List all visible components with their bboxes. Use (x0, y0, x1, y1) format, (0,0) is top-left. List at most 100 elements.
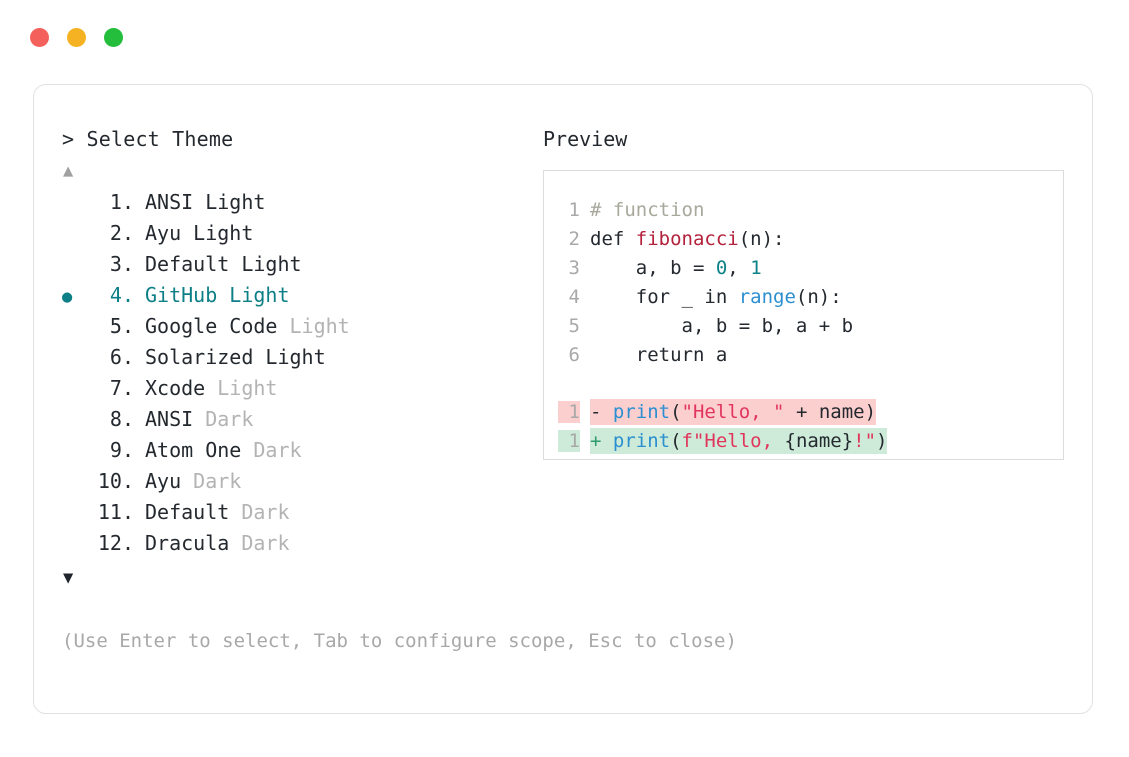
theme-list-item[interactable]: 1.ANSI Light (62, 190, 532, 221)
minimize-window-button[interactable] (67, 28, 86, 47)
bullet-placeholder (62, 256, 88, 276)
theme-item-number: 9. (97, 438, 134, 462)
theme-list-item[interactable]: 6.Solarized Light (62, 345, 532, 376)
bullet-placeholder (62, 535, 88, 555)
line-number: 1 (568, 199, 580, 221)
line-number: 2 (568, 228, 580, 250)
theme-item-number: 7. (97, 376, 134, 400)
diff-sign: + (590, 430, 613, 452)
line-number: 4 (568, 286, 580, 308)
line-number: 1 (558, 401, 580, 423)
code-token: return a (590, 344, 728, 366)
theme-item-variant: Dark (181, 469, 242, 493)
code-token: (n): (795, 286, 842, 308)
maximize-window-button[interactable] (104, 28, 123, 47)
theme-item-name: Ayu Light (145, 221, 254, 245)
theme-list-item[interactable]: 10. Ayu Dark (62, 469, 532, 500)
scroll-up-arrow-icon[interactable]: ▲ (63, 161, 74, 181)
theme-item-number: 8. (97, 407, 134, 431)
theme-list-item[interactable]: 11.Default Dark (62, 500, 532, 531)
code-token: print (612, 430, 671, 452)
theme-item-name: Atom One (145, 438, 242, 462)
code-token: f"Hello, (681, 430, 785, 452)
theme-item-name: Google Code (145, 314, 278, 338)
code-token: , (727, 257, 751, 279)
scroll-down-arrow-icon[interactable]: ▼ (63, 568, 74, 588)
theme-selector-card: > Select Theme ▲ 1.ANSI Light 2. Ayu Ligh… (33, 84, 1093, 714)
bullet-placeholder (62, 225, 88, 245)
diff-sign: - (590, 401, 613, 423)
theme-item-variant: Light (205, 376, 278, 400)
code-token: def (590, 228, 636, 250)
code-line: 3 a, b = 0, 1 (558, 257, 1063, 286)
code-token: print (612, 401, 671, 423)
code-token: 0 (715, 257, 728, 279)
diff-line-del: 1- print("Hello, " + name) (558, 399, 1063, 428)
theme-item-variant: Dark (241, 438, 302, 462)
select-theme-prompt: > Select Theme (62, 127, 234, 151)
close-window-button[interactable] (30, 28, 49, 47)
theme-item-number: 5. (97, 314, 134, 338)
window-traffic-lights (30, 28, 123, 47)
code-token: range (738, 286, 796, 308)
theme-item-name: Default Light (145, 252, 302, 276)
code-line: 2 def fibonacci(n): (558, 228, 1063, 257)
keyboard-hint: (Use Enter to select, Tab to configure s… (62, 630, 737, 652)
theme-item-number: 10. (97, 469, 134, 493)
theme-item-name: GitHub Light (145, 283, 290, 307)
bullet-placeholder (62, 473, 88, 493)
preview-label: Preview (543, 127, 628, 151)
bullet-placeholder (62, 411, 88, 431)
code-line: 5 a, b = b, a + b (558, 315, 1063, 344)
theme-selector-panel: > Select Theme ▲ 1.ANSI Light 2. Ayu Ligh… (62, 127, 532, 590)
code-token: (n): (738, 228, 785, 250)
code-token: + name) (784, 401, 877, 423)
theme-item-variant: Light (277, 314, 350, 338)
code-line: 4 for _ in range(n): (558, 286, 1063, 315)
code-token: ) (876, 430, 888, 452)
theme-item-name: Dracula (145, 531, 230, 555)
bullet-placeholder (62, 380, 88, 400)
theme-list-item[interactable]: 7.Xcode Light (62, 376, 532, 407)
line-number: 6 (568, 344, 580, 366)
selected-bullet-icon: ● (62, 287, 73, 307)
bullet-placeholder (62, 442, 88, 462)
theme-item-number: 2. (97, 221, 134, 245)
theme-list-item[interactable]: 3. Default Light (62, 252, 532, 283)
theme-item-number: 11. (97, 500, 134, 524)
code-blank-line (558, 373, 1063, 399)
bullet-placeholder (62, 504, 88, 524)
code-token: a, b = (590, 257, 716, 279)
theme-list-item[interactable]: 9. Atom One Dark (62, 438, 532, 469)
bullet-placeholder (62, 194, 88, 214)
line-number: 3 (568, 257, 580, 279)
theme-item-number: 12. (97, 531, 134, 555)
code-token: "Hello, " (681, 401, 785, 423)
code-line: 1 # function (558, 199, 1063, 228)
theme-item-name: Ayu (145, 469, 182, 493)
theme-list-item[interactable]: 5. Google Code Light (62, 314, 532, 345)
code-token: a, b = b, a + b (590, 315, 854, 337)
theme-item-variant: Dark (193, 407, 254, 431)
theme-item-name: Solarized Light (145, 345, 326, 369)
theme-list-item[interactable]: 12.Dracula Dark (62, 531, 532, 562)
line-number: 5 (568, 315, 580, 337)
code-token: fibonacci (635, 228, 739, 250)
code-token: !" (853, 430, 877, 452)
diff-line-content: - print("Hello, " + name) (590, 399, 877, 425)
code-token: {name} (784, 430, 854, 452)
code-token: # function (590, 199, 705, 221)
theme-item-number: 3. (97, 252, 134, 276)
theme-list-item[interactable]: 8.ANSI Dark (62, 407, 532, 438)
bullet-placeholder (62, 318, 88, 338)
line-number: 1 (558, 430, 580, 452)
theme-list-item[interactable]: ● 4.GitHub Light (62, 283, 532, 314)
code-line: 6 return a (558, 344, 1063, 373)
code-token: ( (670, 401, 682, 423)
theme-list-item[interactable]: 2. Ayu Light (62, 221, 532, 252)
theme-list[interactable]: 1.ANSI Light 2. Ayu Light 3. Default Light… (62, 190, 532, 562)
code-token: for _ in (590, 286, 739, 308)
theme-item-name: Default (145, 500, 230, 524)
